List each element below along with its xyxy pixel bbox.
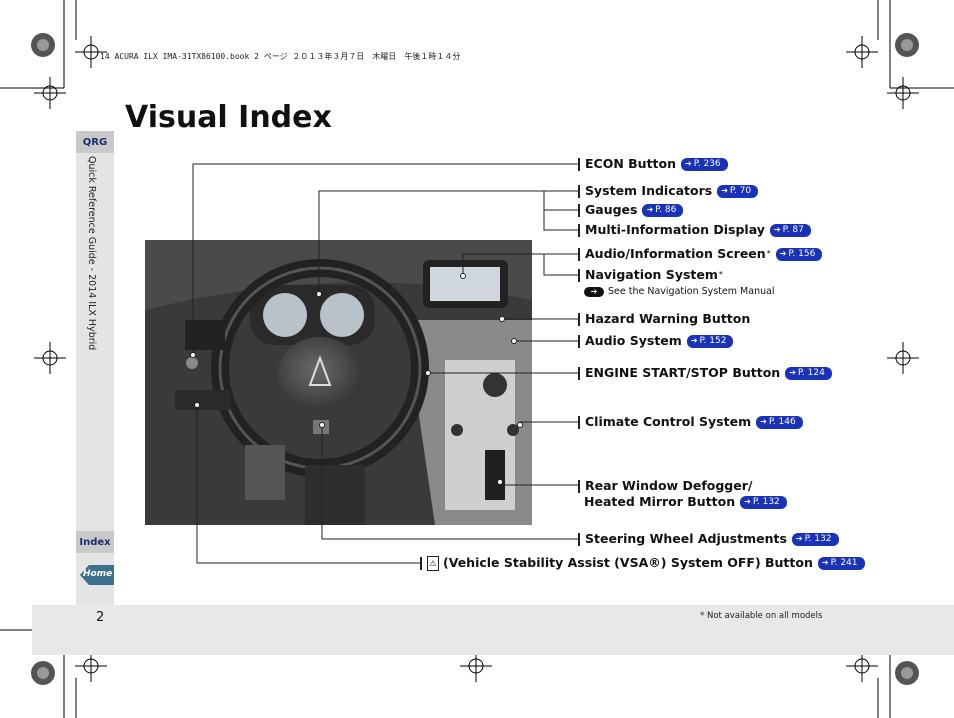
print-header: 14 ACURA ILX IMA-31TX86100.book 2 ページ ２０… xyxy=(100,52,461,61)
arrow-right-icon: ➔ xyxy=(795,534,803,543)
callout-audio-information-screen: Audio/Information Screen* ➔P. 156 xyxy=(578,246,823,262)
footnote: * Not available on all models xyxy=(700,611,823,621)
callout-climate-control: Climate Control System ➔P. 146 xyxy=(578,414,803,430)
arrow-right-icon: ➔ xyxy=(760,417,767,426)
ref-link-vsa[interactable]: ➔P. 241 xyxy=(817,556,865,570)
home-button[interactable] xyxy=(79,563,115,587)
callout-engine-start-stop: ENGINE START/STOP Button ➔P. 124 xyxy=(578,365,832,381)
ref-link-system-indicators[interactable]: ➔P. 70 xyxy=(717,184,759,198)
ref-link-econ[interactable]: ➔P. 236 xyxy=(681,157,728,171)
arrow-right-icon: ➔ xyxy=(779,249,787,258)
arrow-right-icon: ➔ xyxy=(690,336,698,345)
callout-rear-window-defogger: Rear Window Defogger/ xyxy=(578,478,752,494)
navigation-manual-note: ➔See the Navigation System Manual xyxy=(584,286,775,297)
page-title: Visual Index xyxy=(125,100,332,135)
callout-hazard-warning-button: Hazard Warning Button xyxy=(578,311,750,327)
vsa-off-icon: ⚠ xyxy=(427,555,439,571)
callout-gauges: Gauges ➔P. 86 xyxy=(578,202,684,218)
arrow-right-icon: ➔ xyxy=(685,159,692,168)
ref-link-climate[interactable]: ➔P. 146 xyxy=(756,415,803,429)
tab-qrg[interactable]: QRG xyxy=(76,131,114,153)
ref-link-mid[interactable]: ➔P. 87 xyxy=(769,223,811,237)
arrow-right-icon: ➔ xyxy=(789,368,796,377)
arrow-right-icon: ➔ xyxy=(721,186,728,195)
ref-link-engine-start[interactable]: ➔P. 124 xyxy=(785,366,832,380)
callout-steering-wheel-adjustments: Steering Wheel Adjustments ➔P. 132 xyxy=(578,531,839,547)
callout-vsa-off-button: ⚠(Vehicle Stability Assist (VSA®) System… xyxy=(420,555,865,571)
home-icon xyxy=(80,565,114,585)
ref-link-steering[interactable]: ➔P. 132 xyxy=(791,532,839,546)
arrow-right-icon: ➔ xyxy=(821,558,829,567)
ref-link-gauges[interactable]: ➔P. 86 xyxy=(642,203,684,217)
ref-link-audio-screen[interactable]: ➔P. 156 xyxy=(775,247,823,261)
ref-link-defogger[interactable]: ➔P. 132 xyxy=(740,495,787,509)
footer-band xyxy=(32,605,954,655)
pointer-icon: ➔ xyxy=(584,286,604,297)
arrow-right-icon: ➔ xyxy=(646,205,654,214)
callout-multi-information-display: Multi-Information Display ➔P. 87 xyxy=(578,222,811,238)
sidebar xyxy=(76,131,114,605)
callout-heated-mirror-button: Heated Mirror Button ➔P. 132 xyxy=(584,494,787,510)
sidebar-section-title: Quick Reference Guide - 2014 ILX Hybrid xyxy=(86,156,97,351)
callout-navigation-system: Navigation System* xyxy=(578,267,723,283)
callout-audio-system: Audio System ➔P. 152 xyxy=(578,333,734,349)
arrow-right-icon: ➔ xyxy=(773,225,781,234)
page-number: 2 xyxy=(96,610,105,625)
callout-system-indicators: System Indicators ➔P. 70 xyxy=(578,183,759,199)
arrow-right-icon: ➔ xyxy=(744,497,751,506)
tab-index[interactable]: Index xyxy=(76,531,114,553)
callout-econ-button: ECON Button ➔P. 236 xyxy=(578,156,728,172)
dashboard-image xyxy=(145,240,532,525)
ref-link-audio-system[interactable]: ➔P. 152 xyxy=(686,334,734,348)
home-label: Home xyxy=(83,569,113,579)
